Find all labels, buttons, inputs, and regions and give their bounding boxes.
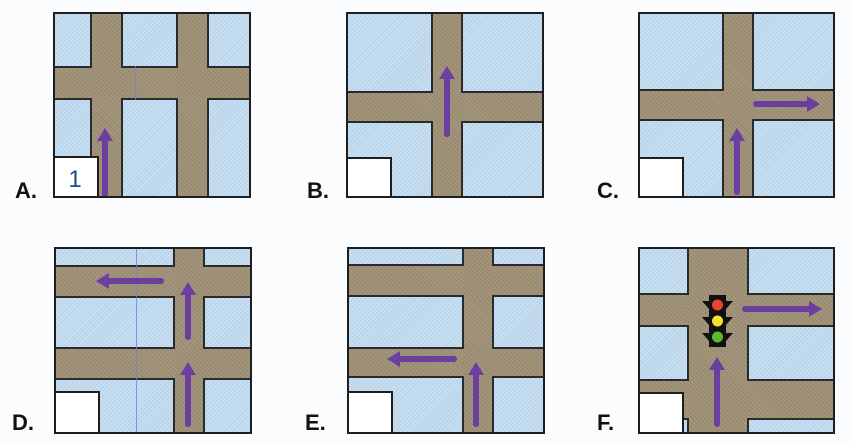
intersection — [722, 91, 754, 119]
guide-line — [135, 66, 136, 100]
option-label-f: F. — [597, 410, 615, 435]
horizontal-road — [56, 347, 250, 380]
arrow-left-icon — [96, 273, 164, 289]
intersection — [462, 266, 494, 295]
horizontal-road — [55, 66, 249, 100]
arrow-up-icon — [468, 362, 484, 427]
arrow-up-icon — [180, 282, 196, 340]
arrow-right-icon — [742, 301, 822, 317]
start-number: 1 — [68, 166, 82, 193]
arrow-up-icon — [97, 128, 113, 196]
arrow-left-icon — [387, 351, 457, 367]
option-label-a: A. — [15, 178, 37, 203]
arrow-right-icon — [753, 96, 820, 112]
arrows-layer — [96, 273, 196, 427]
start-box — [348, 157, 392, 196]
start-box — [640, 157, 684, 196]
arrows-layer — [439, 66, 455, 137]
option-label-e: E. — [305, 410, 326, 435]
arrow-up-icon — [180, 362, 196, 427]
map-panel-a[interactable]: 1 — [53, 12, 251, 198]
intersection — [176, 68, 209, 98]
arrows-layer — [709, 301, 822, 427]
vertical-road — [176, 14, 209, 196]
map-panel-d[interactable] — [54, 247, 252, 434]
option-label-b: B. — [307, 178, 329, 203]
arrow-up-icon — [439, 66, 455, 137]
intersection — [462, 349, 494, 376]
option-label-d: D. — [12, 410, 34, 435]
arrows-layer — [97, 128, 113, 196]
map-panel-e[interactable] — [347, 247, 545, 434]
option-label-c: C. — [597, 178, 619, 203]
horizontal-road — [349, 347, 543, 378]
guide-line — [136, 249, 137, 432]
arrows-layer — [387, 351, 484, 427]
start-box — [56, 391, 100, 432]
arrows-layer — [729, 96, 820, 195]
intersection — [90, 68, 123, 98]
map-panel-c[interactable] — [638, 12, 835, 198]
traffic-light-icon — [702, 295, 733, 347]
start-box — [349, 391, 393, 432]
arrow-up-icon — [729, 128, 745, 195]
start-box: 1 — [55, 156, 99, 196]
arrow-up-icon — [709, 357, 725, 427]
horizontal-road — [349, 264, 543, 297]
map-panel-f[interactable] — [638, 247, 835, 434]
map-panel-b[interactable] — [346, 12, 544, 198]
start-box — [640, 392, 684, 432]
